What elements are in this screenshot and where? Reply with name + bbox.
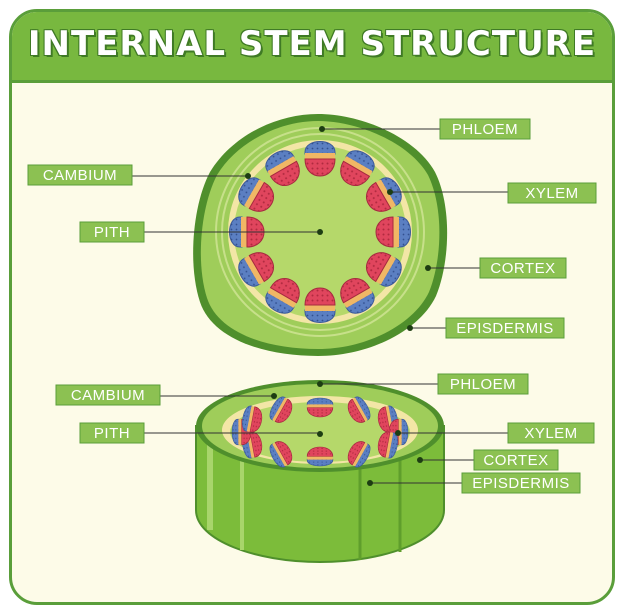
cross-section-view — [193, 114, 448, 356]
vascular-bundle-side — [269, 441, 293, 468]
vascular-bundle-side — [306, 397, 334, 418]
leader-dot — [387, 189, 393, 195]
label-box — [439, 118, 531, 140]
side-annotations: PHLOEM CAMBIUM PITH XYLEM CORTEX EPISDER… — [55, 373, 595, 494]
leader-dot — [367, 480, 373, 486]
leader-dot — [425, 265, 431, 271]
vascular-bundle — [265, 278, 300, 314]
vascular-bundle — [238, 177, 274, 212]
label-box — [445, 317, 565, 339]
label-epidermis-top: EPISDERMIS — [456, 320, 554, 337]
vascular-bundle-side — [347, 396, 371, 423]
top-annotations: PHLOEM CAMBIUM XYLEM PITH CORTEX EPISDER… — [27, 118, 597, 339]
label-phloem-top: PHLOEM — [452, 121, 518, 138]
label-pith-side: PITH — [94, 425, 130, 442]
label-box — [437, 373, 529, 395]
label-epidermis-side: EPISDERMIS — [472, 475, 570, 492]
vascular-bundle — [366, 177, 402, 212]
page-title: INTERNAL STEM STRUCTURE — [27, 24, 597, 64]
label-box — [79, 422, 145, 444]
vascular-bundles — [229, 141, 411, 323]
vascular-bundle — [304, 141, 336, 177]
label-box — [27, 164, 133, 186]
pith-marker — [317, 229, 323, 235]
vascular-bundle — [366, 252, 402, 287]
vascular-bundle-side — [377, 431, 398, 459]
label-xylem-side: XYLEM — [524, 425, 577, 442]
label-box — [507, 182, 597, 204]
leader-dot — [245, 173, 251, 179]
label-xylem-top: XYLEM — [525, 185, 578, 202]
leader-dot — [407, 325, 413, 331]
leader-dot — [317, 381, 323, 387]
label-box — [461, 472, 581, 494]
label-cambium-side: CAMBIUM — [71, 387, 145, 404]
vascular-bundle-side — [269, 396, 293, 423]
vascular-bundle — [375, 216, 411, 248]
pith-marker — [317, 431, 323, 437]
cylinder-view — [195, 380, 445, 564]
vascular-bundle — [238, 252, 274, 287]
label-box — [473, 449, 559, 471]
label-box — [479, 257, 567, 279]
leader-dot — [271, 393, 277, 399]
vascular-bundle — [340, 150, 375, 186]
vascular-bundle-side — [242, 405, 263, 433]
vascular-bundle — [340, 278, 375, 314]
leader-dot — [417, 457, 423, 463]
label-cambium-top: CAMBIUM — [43, 167, 117, 184]
label-box — [79, 221, 145, 243]
leader-dot — [395, 430, 401, 436]
label-box — [55, 384, 161, 406]
vascular-bundle — [265, 150, 300, 186]
label-cortex-top: CORTEX — [490, 260, 555, 277]
label-cortex-side: CORTEX — [483, 452, 548, 469]
title-banner: INTERNAL STEM STRUCTURE — [12, 12, 612, 83]
label-phloem-side: PHLOEM — [450, 376, 516, 393]
vascular-bundle — [304, 287, 336, 323]
label-pith-top: PITH — [94, 224, 130, 241]
leader-dot — [319, 126, 325, 132]
vascular-bundle-side — [347, 441, 371, 468]
label-box — [507, 422, 595, 444]
vascular-bundles-side — [231, 396, 409, 468]
vascular-bundle-side — [306, 446, 334, 467]
